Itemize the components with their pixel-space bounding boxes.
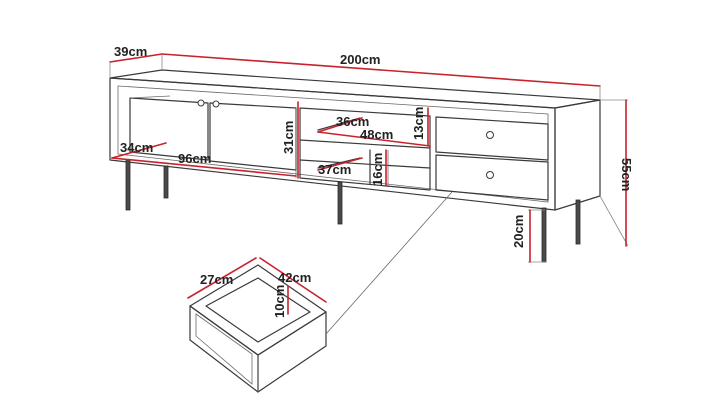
dim-line-shelf-width — [317, 131, 431, 147]
leg-front-right — [541, 207, 547, 263]
label-cabinet-depth: 34cm — [120, 140, 153, 155]
door-knob-left — [197, 99, 205, 107]
label-shelf-depth: 36cm — [336, 114, 369, 129]
drawer-detail-side — [257, 311, 327, 393]
label-lower-shelf-depth: 37cm — [318, 162, 351, 177]
leg-back-right — [575, 199, 581, 245]
label-total-width: 200cm — [340, 52, 380, 67]
shelf-board-upper — [299, 139, 431, 149]
dim-line-depth — [109, 53, 163, 63]
label-leg-height: 20cm — [511, 215, 526, 248]
detail-leader-line — [325, 191, 453, 335]
label-cabinet-height: 31cm — [281, 121, 296, 154]
label-total-height: 55cm — [619, 158, 634, 191]
drawer-lower-front — [435, 154, 549, 201]
cabinet-front — [109, 77, 556, 211]
dim-line-cabinet-width — [111, 157, 297, 177]
door-knob-right — [212, 100, 220, 108]
label-upper-shelf-height: 13cm — [411, 107, 426, 140]
leg-front-middle — [337, 181, 343, 225]
label-total-depth: 39cm — [114, 44, 147, 59]
drawer-detail-inner — [205, 277, 311, 343]
dim-line-drawer-width — [259, 257, 327, 303]
dim-line-width — [161, 53, 601, 87]
dim-line-lower-shelf-depth — [317, 157, 363, 171]
cabinet-side — [554, 99, 601, 211]
label-drawer-depth: 27cm — [200, 272, 233, 287]
leg-front-left — [125, 159, 131, 211]
label-cabinet-width: 96cm — [178, 151, 211, 166]
shelf-board-lower — [299, 159, 431, 169]
label-lower-shelf-height: 16cm — [370, 153, 385, 186]
dim-line-shelf-depth — [317, 117, 363, 133]
cabinet-inner-frame — [117, 85, 549, 203]
label-drawer-height: 10cm — [272, 285, 287, 318]
left-door — [129, 97, 209, 161]
cabinet-top — [109, 69, 601, 109]
open-shelf-compartment — [299, 107, 431, 191]
drawer-upper-front — [435, 116, 549, 161]
dim-line-cabinet-depth — [111, 142, 167, 159]
leg-back-left — [163, 165, 169, 199]
drawer-knob-upper — [486, 131, 494, 139]
dim-line-drawer-depth — [187, 257, 257, 299]
label-shelf-width: 48cm — [360, 127, 393, 142]
label-drawer-width: 42cm — [278, 270, 311, 285]
drawer-knob-lower — [486, 171, 494, 179]
